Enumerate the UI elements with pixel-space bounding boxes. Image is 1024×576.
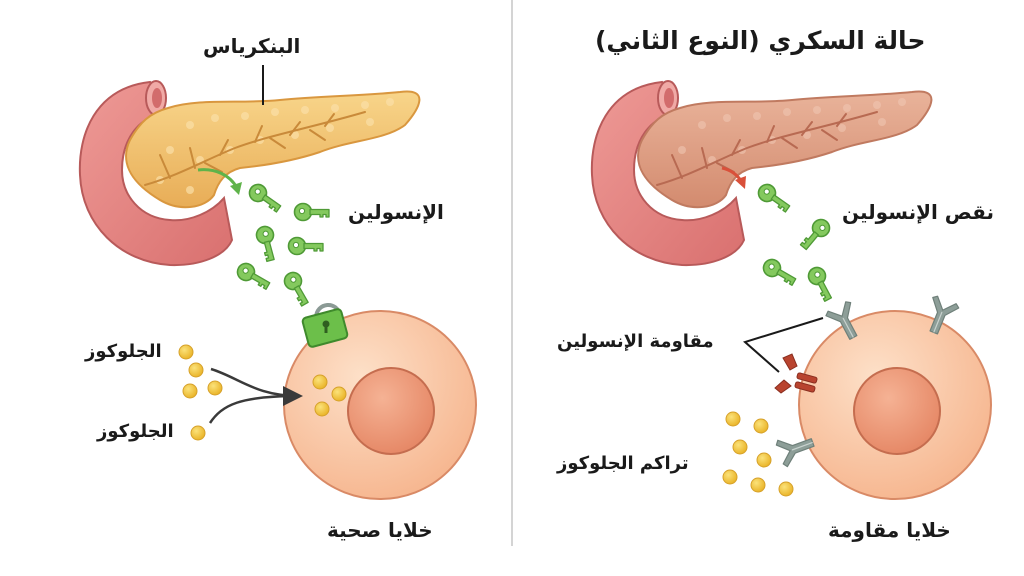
glucose-buildup-molecules — [722, 411, 794, 497]
glucose-molecules-outside — [178, 344, 223, 441]
insulin-resistance-pointer-lines — [743, 317, 824, 373]
left-panel-healthy — [78, 65, 477, 500]
healthy-cell — [283, 310, 477, 500]
healthy-cells-caption: خلايا صحية — [327, 518, 433, 542]
nucleus — [347, 367, 435, 455]
pancreas-healthy — [125, 90, 421, 209]
glucose-label-bottom: الجلوكوز — [97, 421, 174, 442]
insulin-resistance-label: مقاومة الإنسولين — [557, 331, 714, 352]
resistant-cells-caption: خلايا مقاومة — [828, 518, 951, 542]
nucleus — [853, 367, 941, 455]
padlock-icon — [301, 303, 349, 348]
broken-receptor-icon — [774, 353, 818, 394]
diagram-title: حالة السكري (النوع الثاني) — [595, 26, 926, 55]
glucose-label-top: الجلوكوز — [85, 341, 162, 362]
insulin-keys-diabetic — [754, 180, 838, 304]
glucose-buildup-label: تراكم الجلوكوز — [557, 453, 689, 474]
panel-divider — [511, 0, 513, 546]
duodenum-right — [590, 80, 746, 267]
insulin-label: الإنسولين — [348, 200, 444, 224]
glucose-molecules-inside — [312, 374, 347, 417]
glucose-entry-arrows — [208, 367, 303, 424]
pancreas-diabetic — [637, 90, 933, 209]
right-panel-diabetes — [590, 80, 992, 500]
duodenum-left — [78, 80, 234, 267]
insulin-deficiency-label: نقص الإنسولين — [842, 200, 994, 224]
insulin-keys-healthy — [233, 180, 330, 309]
resistant-cell — [798, 310, 992, 500]
pancreas-label: البنكرياس — [203, 34, 301, 58]
